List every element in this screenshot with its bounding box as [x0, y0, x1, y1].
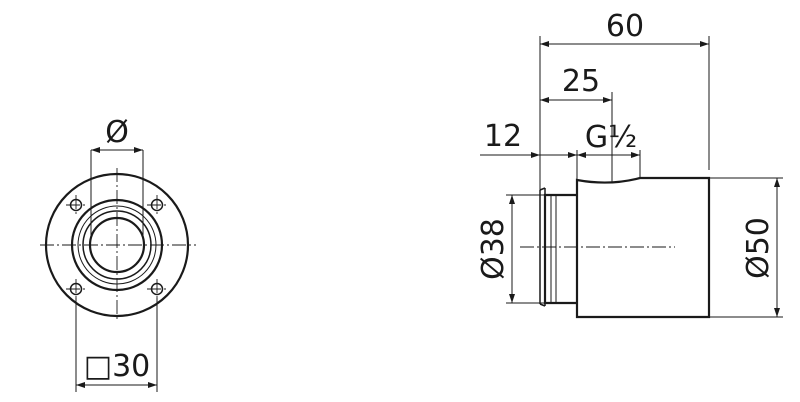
thread-label: G½ [585, 120, 637, 155]
length-total-label: 60 [606, 9, 644, 44]
length-body-label: 25 [562, 64, 600, 99]
diameter-small-label: Ø38 [476, 218, 511, 280]
bolt-holes [66, 195, 167, 299]
front-square-dimension: □30 [75, 298, 158, 392]
front-diameter-dimension: Ø [90, 115, 144, 236]
thread-dimension: G½ [576, 120, 641, 180]
front-square-label: □30 [84, 349, 151, 384]
dimension-d38: Ø38 [476, 194, 545, 304]
dimension-d50: Ø50 [709, 177, 783, 318]
dimension-25: 25 [540, 64, 613, 183]
body-outline [575, 176, 711, 319]
front-view: Ø □30 [40, 115, 196, 392]
side-view: 60 25 G½ 12 [476, 9, 783, 319]
length-nipple-label: 12 [484, 119, 522, 154]
dimension-60: 60 [539, 9, 710, 190]
dimension-12: 12 [480, 119, 577, 158]
nipple-outline [543, 193, 577, 305]
front-diameter-label: Ø [105, 115, 129, 150]
diameter-large-label: Ø50 [741, 217, 776, 279]
